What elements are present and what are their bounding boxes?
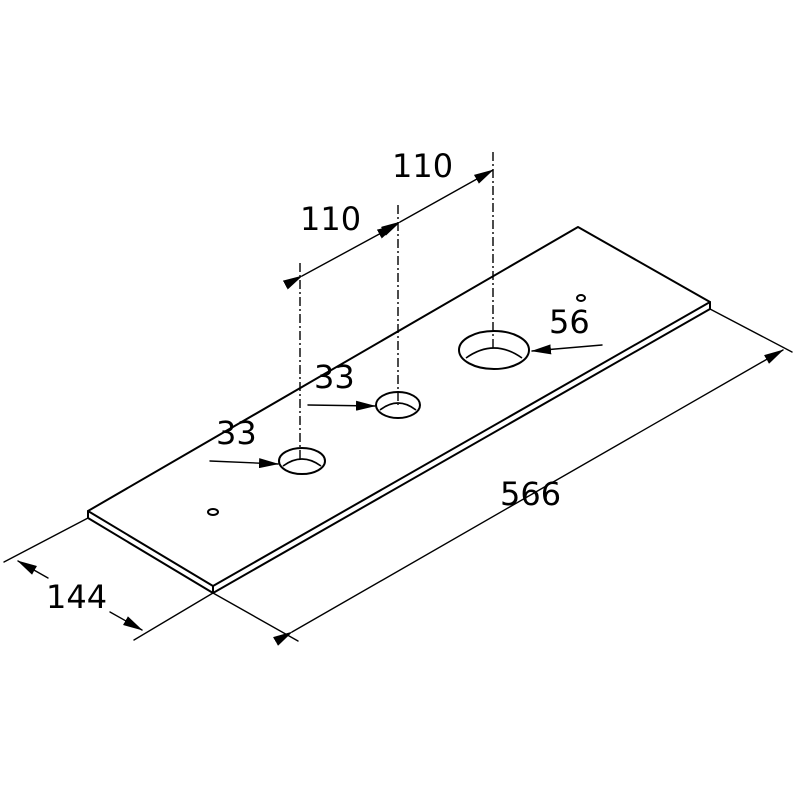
mounting-hole-right bbox=[576, 294, 586, 302]
width-label: 144 bbox=[46, 578, 107, 616]
hole-large-leader bbox=[531, 344, 603, 355]
length-ext-front bbox=[212, 592, 299, 642]
width-ext-left bbox=[3, 517, 89, 563]
width-arrow-right bbox=[109, 611, 143, 631]
spacing-1-arrow bbox=[282, 224, 397, 290]
hole-large-label: 56 bbox=[549, 303, 590, 341]
spacing-2-arrow bbox=[380, 169, 494, 236]
hole-large bbox=[458, 330, 530, 370]
width-ext-right bbox=[133, 592, 214, 641]
length-arrow bbox=[273, 349, 784, 646]
hole-small-2-label: 33 bbox=[314, 358, 355, 396]
hole-small-2-leader bbox=[307, 400, 376, 411]
spacing-2-label: 110 bbox=[392, 147, 453, 185]
spacing-1-label: 110 bbox=[300, 200, 361, 238]
hole-small-1-label: 33 bbox=[216, 414, 257, 452]
mounting-hole-left bbox=[207, 508, 219, 516]
length-label: 566 bbox=[500, 475, 561, 513]
hole-small-1 bbox=[278, 447, 326, 475]
length-ext-back bbox=[709, 308, 793, 353]
hole-small-1-leader bbox=[209, 458, 279, 469]
width-arrow-left bbox=[17, 560, 49, 579]
